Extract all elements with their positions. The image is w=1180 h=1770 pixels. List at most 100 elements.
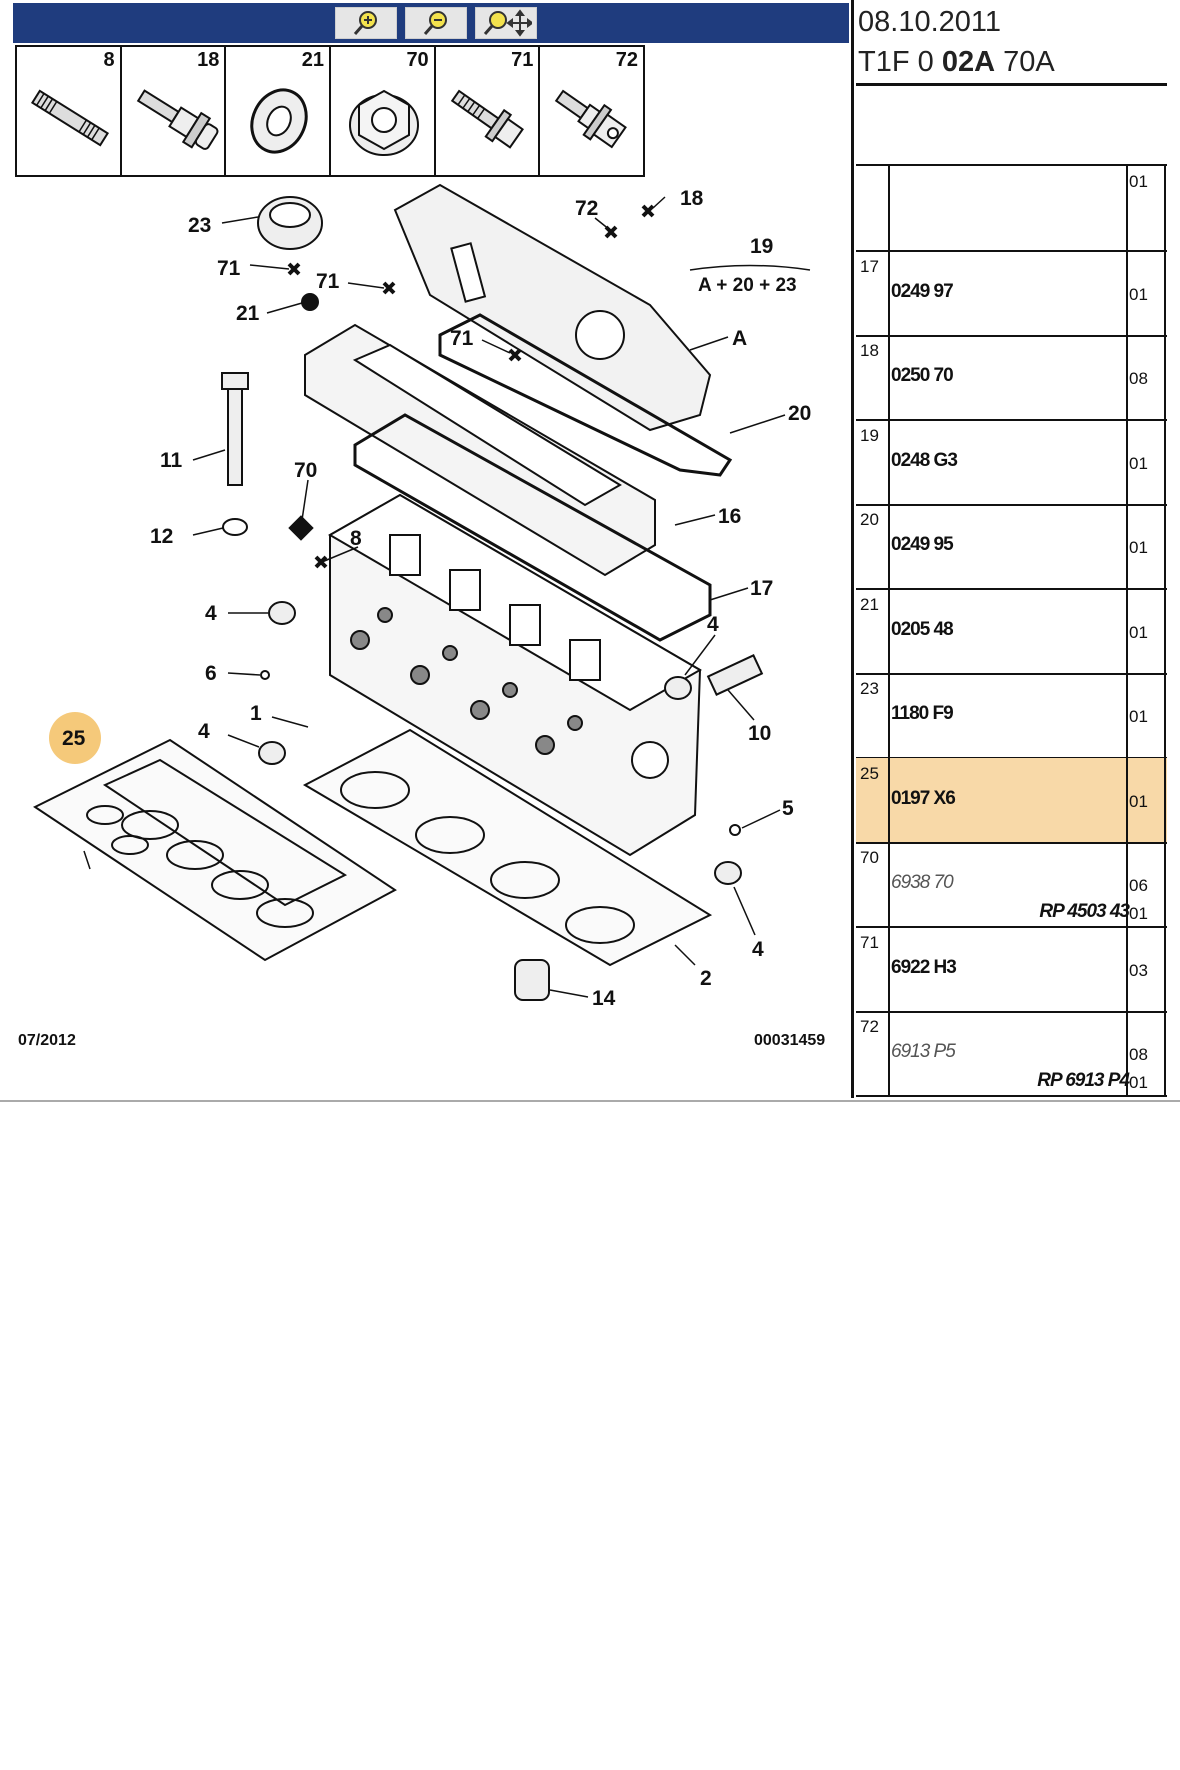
row-index: 17 xyxy=(860,256,879,276)
legend-item[interactable]: 72 xyxy=(540,47,643,175)
quantity: 06 xyxy=(1129,876,1148,895)
legend-item[interactable]: 8 xyxy=(17,47,122,175)
plug-drawing[interactable] xyxy=(258,741,286,765)
callout-label: 72 xyxy=(575,197,598,220)
part-reference[interactable]: 0197 X6 xyxy=(891,787,956,809)
index-cell xyxy=(856,673,890,757)
part-reference[interactable]: 0205 48 xyxy=(891,618,954,640)
quantity-cell xyxy=(1126,926,1166,1011)
plug-drawing[interactable] xyxy=(260,670,270,680)
head-bolt-drawing[interactable] xyxy=(221,372,249,536)
part-reference[interactable]: 6922 H3 xyxy=(891,956,957,978)
callout-label: 71 xyxy=(217,257,241,280)
flange-nut-icon xyxy=(349,89,420,156)
plug-drawing[interactable] xyxy=(664,676,692,700)
nut-70-drawing[interactable] xyxy=(288,515,314,541)
code-bold: 02A xyxy=(941,46,996,78)
callout-label: 10 xyxy=(748,722,771,745)
quantity: 03 xyxy=(1129,960,1148,980)
callout-label: 12 xyxy=(150,525,173,548)
zoom-pan-icon xyxy=(483,9,532,37)
callout-label: 5 xyxy=(782,797,794,820)
legend-number: 70 xyxy=(406,49,429,71)
replacement-reference[interactable]: RP 6913 P4 xyxy=(1037,1070,1130,1091)
quantity: 01 xyxy=(1129,707,1148,726)
table-top-rule xyxy=(856,164,1167,166)
washer-21-drawing[interactable] xyxy=(301,293,319,311)
table-row[interactable]: 17 0249 97 01 xyxy=(856,250,1167,337)
quantity: 01 xyxy=(1129,453,1148,473)
zoom-out-icon xyxy=(423,11,447,35)
legend-number: 71 xyxy=(511,49,534,71)
index-cell xyxy=(856,757,890,842)
table-row[interactable]: 01 xyxy=(856,166,1167,252)
index-cell xyxy=(856,250,890,335)
part-reference[interactable]: 0248 G3 xyxy=(891,449,958,471)
quantity: 01 xyxy=(1129,284,1148,304)
callout-label: 11 xyxy=(160,449,183,472)
part-reference[interactable]: 6938 70 xyxy=(891,872,954,893)
callout-label: 4 xyxy=(707,613,719,636)
callout-label: 20 xyxy=(788,402,811,425)
callout-label: 2 xyxy=(700,967,712,990)
part-reference[interactable]: 0249 95 xyxy=(891,534,954,555)
viewer-bottom-rule xyxy=(0,1100,1180,1102)
cam-cover-drawing[interactable] xyxy=(304,323,656,577)
quantity-cell xyxy=(1126,588,1166,673)
index-cell xyxy=(856,335,890,419)
table-row[interactable]: 71 6922 H3 03 xyxy=(856,926,1167,1013)
sensor-drawing[interactable] xyxy=(706,654,764,696)
upper-housing-drawing[interactable] xyxy=(393,183,712,432)
part-reference[interactable]: 0250 70 xyxy=(891,365,954,386)
replacement-reference[interactable]: RP 4503 43 xyxy=(1039,901,1130,922)
plug-drawing[interactable] xyxy=(268,601,296,625)
legend-item[interactable]: 70 xyxy=(331,47,436,175)
cover-gasket-drawing[interactable] xyxy=(353,413,712,642)
quantity-cell xyxy=(1126,250,1166,335)
row-index: 25 xyxy=(860,763,879,783)
oil-cap-drawing[interactable] xyxy=(257,196,323,250)
zoom-in-button[interactable] xyxy=(335,7,397,39)
legend-number: 21 xyxy=(301,49,325,71)
callout-label: 4 xyxy=(752,938,764,961)
row-index: 71 xyxy=(860,932,879,952)
index-cell xyxy=(856,926,890,1011)
callout-label: 6 xyxy=(205,662,217,685)
part-reference[interactable]: 6913 P5 xyxy=(891,1041,956,1062)
quantity: 01 xyxy=(1129,172,1148,191)
washer-icon xyxy=(250,88,309,154)
callout-label: 18 xyxy=(680,187,704,210)
gasket-set-drawing[interactable] xyxy=(33,738,397,962)
document-code: T1F 0 02A 70A xyxy=(858,46,1055,79)
quantity-cell xyxy=(1126,419,1166,504)
index-cell xyxy=(856,588,890,673)
cylinder-head-drawing[interactable] xyxy=(328,493,702,857)
part-reference[interactable]: 0249 97 xyxy=(891,280,954,302)
zoom-out-button[interactable] xyxy=(405,7,467,39)
pan-zoom-button[interactable] xyxy=(475,7,537,39)
legend-item[interactable]: 21 xyxy=(226,47,332,175)
callout-label: 14 xyxy=(592,987,616,1010)
quantity: 08 xyxy=(1129,369,1148,388)
callout-label: A + 20 + 23 xyxy=(698,275,797,296)
plug-drawing[interactable] xyxy=(714,861,742,885)
fastener-legend: 8 18 21 70 xyxy=(15,45,645,177)
legend-item[interactable]: 18 xyxy=(122,47,227,175)
callout-label: 23 xyxy=(188,214,211,237)
zoom-in-icon xyxy=(353,11,377,35)
housing-gasket-drawing[interactable] xyxy=(438,313,733,477)
legend-item[interactable]: 71 xyxy=(436,47,541,175)
plug-14-drawing[interactable] xyxy=(514,959,550,1001)
plug-drawing[interactable] xyxy=(729,824,741,836)
head-gasket-drawing[interactable] xyxy=(302,728,713,967)
part-reference[interactable]: 1180 F9 xyxy=(891,703,954,724)
diagram-id: 00031459 xyxy=(754,1032,826,1049)
